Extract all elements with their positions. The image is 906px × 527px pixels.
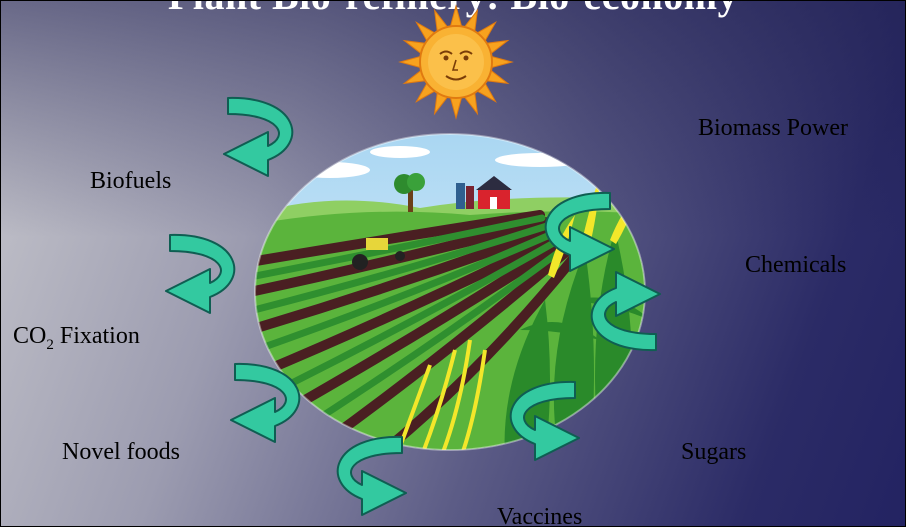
arrow-vaccines-icon: [338, 437, 406, 515]
co2-suffix: Fixation: [54, 323, 140, 349]
arrow-biofuels-icon: [224, 98, 292, 176]
arrow-biomass-power-icon: [546, 193, 614, 271]
label-biofuels: Biofuels: [90, 169, 171, 193]
arrow-novel-foods-icon: [231, 364, 299, 442]
label-biomass-power: Biomass Power: [698, 116, 848, 140]
label-sugars: Sugars: [681, 440, 746, 464]
arrow-co2-fixation-icon: [166, 235, 234, 313]
co2-subscript: 2: [46, 337, 54, 353]
arrow-sugars-icon: [511, 382, 579, 460]
label-chemicals: Chemicals: [745, 253, 846, 277]
arrow-chemicals-icon: [592, 272, 660, 350]
label-novel-foods: Novel foods: [62, 440, 180, 464]
label-co2-fixation: CO2 Fixation: [13, 324, 140, 353]
label-vaccines: Vaccines: [497, 505, 582, 527]
co2-prefix: CO: [13, 323, 46, 349]
